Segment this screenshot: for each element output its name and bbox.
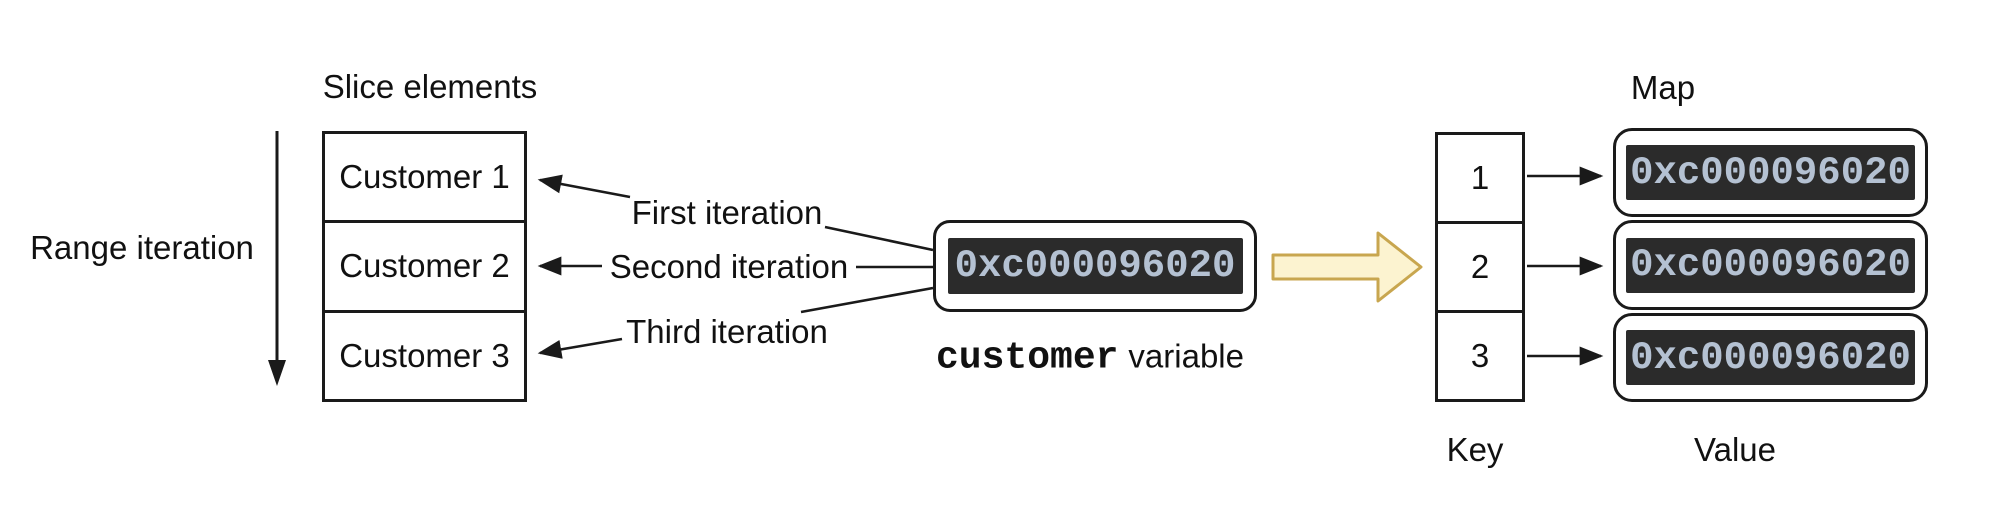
key-cell-3: 3	[1438, 310, 1522, 399]
iteration-label-third: Third iteration	[626, 312, 828, 350]
iteration-connector-third	[800, 286, 934, 314]
value-box-3: 0xc000096020	[1613, 313, 1928, 402]
slice-cell-customer-1: Customer 1	[325, 134, 524, 220]
iteration-label-first: First iteration	[631, 193, 823, 231]
range-iteration-arrowhead-icon	[268, 360, 286, 386]
iteration-connector-first	[824, 225, 934, 252]
customer-address-text: 0xc000096020	[954, 244, 1236, 288]
value-address-text-3: 0xc000096020	[1630, 335, 1911, 380]
iteration-label-second: Second iteration	[609, 247, 849, 285]
slice-cell-label: Customer 2	[339, 247, 510, 285]
value-header-label: Value	[1694, 430, 1776, 468]
iteration-arrow-first	[537, 174, 631, 199]
range-iteration-arrow	[268, 131, 286, 386]
slice-cell-label: Customer 1	[339, 158, 510, 196]
value-address-chip-1: 0xc000096020	[1626, 145, 1915, 200]
range-iteration-label: Range iteration	[30, 228, 254, 266]
value-address-chip-3: 0xc000096020	[1626, 330, 1915, 385]
customer-address-chip: 0xc000096020	[947, 238, 1243, 294]
key-cell-2: 2	[1438, 221, 1522, 310]
key-header-label: Key	[1446, 430, 1504, 468]
slice-elements-title: Slice elements	[322, 67, 538, 105]
value-box-2: 0xc000096020	[1613, 220, 1928, 310]
slice-box: Customer 1 Customer 2 Customer 3	[322, 131, 527, 402]
map-title: Map	[1630, 68, 1696, 106]
key-cell-1: 1	[1438, 135, 1522, 221]
iteration-arrow-third	[537, 337, 623, 359]
slice-cell-customer-3: Customer 3	[325, 309, 524, 399]
slice-cell-customer-2: Customer 2	[325, 220, 524, 309]
customer-variable-suffix: variable	[1128, 337, 1245, 375]
slice-cell-label: Customer 3	[339, 336, 510, 374]
key-cell-label: 2	[1470, 248, 1490, 285]
value-address-text-1: 0xc000096020	[1630, 150, 1911, 195]
customer-variable-name: customer	[935, 336, 1119, 380]
value-address-chip-2: 0xc000096020	[1626, 237, 1915, 293]
key-cell-label: 3	[1470, 337, 1490, 374]
value-box-1: 0xc000096020	[1613, 128, 1928, 217]
right-block-arrow-icon	[1271, 231, 1423, 303]
customer-variable-box: 0xc000096020	[933, 220, 1257, 312]
value-address-text-2: 0xc000096020	[1630, 243, 1911, 287]
key-column: 1 2 3	[1435, 132, 1525, 402]
key-cell-label: 1	[1470, 159, 1490, 196]
